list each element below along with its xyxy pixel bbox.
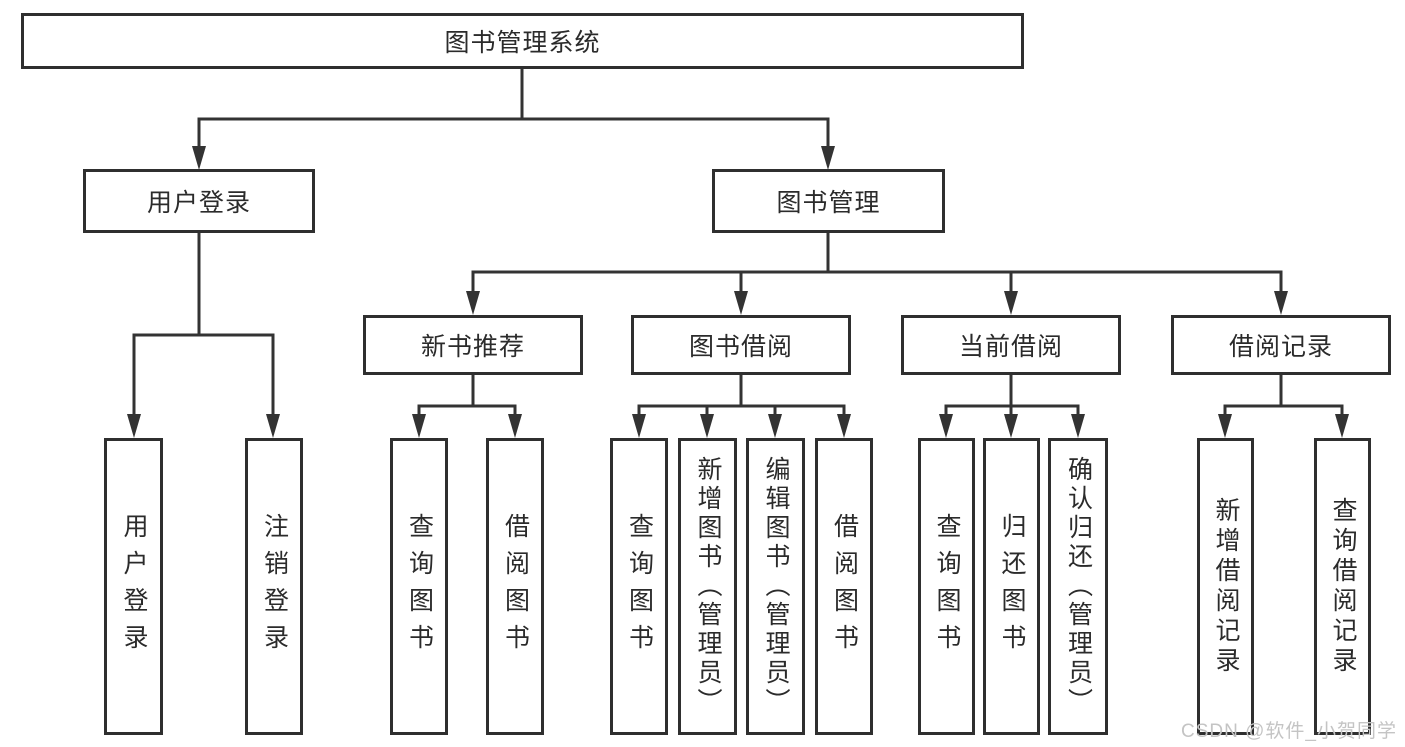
- node-edit-books-admin: 编辑图书（管理员）: [746, 438, 805, 735]
- node-current-borrowing: 当前借阅: [901, 315, 1121, 375]
- tree-connectors: [132, 67, 1344, 420]
- node-label: 新增图书（管理员）: [694, 456, 722, 717]
- node-label: 图书管理: [776, 189, 881, 217]
- node-label: 用户登录: [120, 512, 148, 661]
- node-label: 借阅图书: [501, 512, 530, 661]
- node-query-books-borrow: 查询图书: [610, 438, 668, 735]
- node-book-system: 图书管理系统: [21, 13, 1024, 69]
- node-add-borrow-record: 新增借阅记录: [1197, 438, 1254, 735]
- node-borrow-books: 借阅图书: [815, 438, 873, 735]
- node-label: 借阅记录: [1228, 333, 1333, 361]
- node-label: 图书管理系统: [444, 29, 601, 57]
- csdn-watermark: CSDN @软件_小贺同学: [1181, 721, 1397, 742]
- node-label: 归还图书: [998, 512, 1026, 661]
- node-return-books: 归还图书: [983, 438, 1040, 735]
- node-label: 当前借阅: [958, 333, 1063, 361]
- node-label: 新增借阅记录: [1212, 496, 1240, 677]
- node-label: 注销登录: [260, 512, 289, 661]
- node-confirm-return-admin: 确认归还（管理员）: [1048, 438, 1108, 735]
- node-leaf-user-login: 用户登录: [104, 438, 163, 735]
- node-book-borrowing: 图书借阅: [631, 315, 851, 375]
- node-label: 查询借阅记录: [1329, 496, 1357, 677]
- node-leaf-logout: 注销登录: [245, 438, 303, 735]
- node-label: 编辑图书（管理员）: [762, 456, 790, 717]
- node-label: 图书借阅: [688, 333, 793, 361]
- arrowheads: [127, 146, 1349, 438]
- node-label: 借阅图书: [830, 512, 859, 661]
- node-label: 查询图书: [933, 512, 961, 661]
- node-book-management: 图书管理: [712, 169, 945, 233]
- node-label: 查询图书: [405, 512, 434, 661]
- node-label: 确认归还（管理员）: [1064, 456, 1093, 717]
- node-query-books-recommend: 查询图书: [390, 438, 448, 735]
- node-add-books-admin: 新增图书（管理员）: [678, 438, 737, 735]
- node-label: 用户登录: [146, 189, 251, 217]
- node-borrow-books-recommend: 借阅图书: [486, 438, 544, 735]
- node-label: 查询图书: [625, 512, 654, 661]
- node-label: 新书推荐: [420, 333, 525, 361]
- node-query-borrow-record: 查询借阅记录: [1314, 438, 1371, 735]
- node-user-login: 用户登录: [83, 169, 315, 233]
- node-new-book-recommend: 新书推荐: [363, 315, 583, 375]
- node-borrowing-records: 借阅记录: [1171, 315, 1391, 375]
- node-query-books-current: 查询图书: [918, 438, 975, 735]
